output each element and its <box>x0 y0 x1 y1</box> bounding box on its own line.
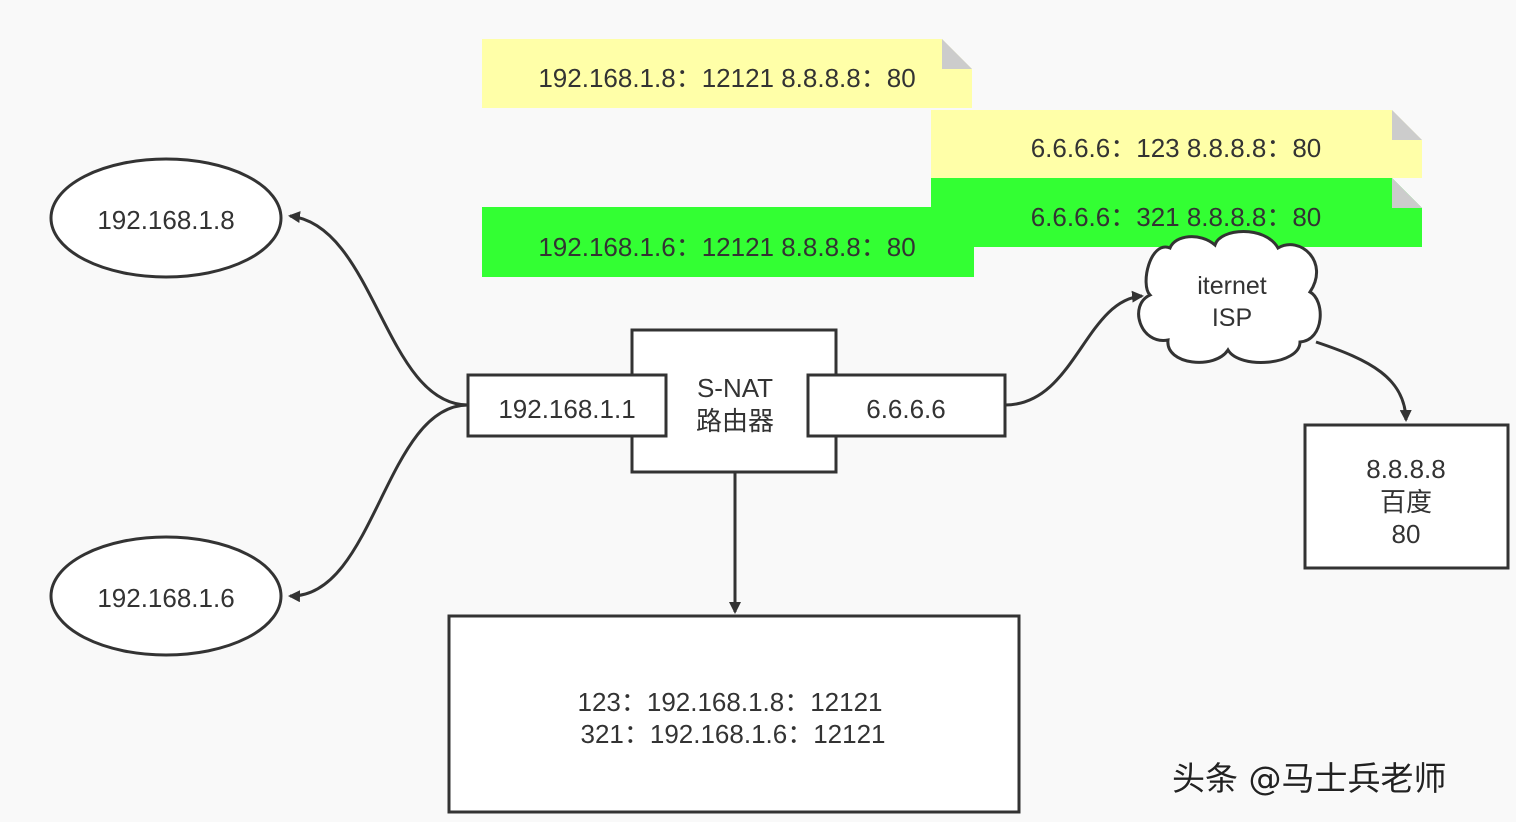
router-wan-port: 6.6.6.6 <box>806 373 1007 438</box>
internet-cloud-icon: iternet ISP <box>1137 230 1322 364</box>
server-name: 百度 <box>1380 487 1432 517</box>
router-subtitle: 路由器 <box>696 406 774 436</box>
nat-table: 123：192.168.1.8：12121 321：192.168.1.6：12… <box>447 614 1021 814</box>
edge-lan-to-host-a <box>288 211 469 407</box>
note-green-2: 192.168.1.6：12121 8.8.8.8：80 <box>482 207 974 277</box>
edge-cloud-to-server <box>1315 340 1412 422</box>
host-192-168-1-8: 192.168.1.8 <box>49 157 283 279</box>
note-yellow-2-text: 6.6.6.6：123 8.8.8.8：80 <box>1031 133 1322 163</box>
router-title: S-NAT <box>697 373 773 403</box>
host-a-label: 192.168.1.8 <box>97 205 234 235</box>
watermark: 头条 @马士兵老师 <box>1172 759 1447 798</box>
wan-port-label: 6.6.6.6 <box>866 394 946 424</box>
nat-table-row-2: 321：192.168.1.6：12121 <box>580 719 885 749</box>
edge-lan-to-host-b <box>288 403 469 603</box>
nat-table-row-1: 123：192.168.1.8：12121 <box>577 687 882 717</box>
note-green-1: 6.6.6.6：321 8.8.8.8：80 <box>931 178 1422 247</box>
lan-port-label: 192.168.1.1 <box>498 394 635 424</box>
note-yellow-2: 6.6.6.6：123 8.8.8.8：80 <box>931 110 1422 178</box>
note-yellow-1: 192.168.1.8：12121 8.8.8.8：80 <box>482 39 972 108</box>
server-ip: 8.8.8.8 <box>1366 454 1446 484</box>
host-b-label: 192.168.1.6 <box>97 583 234 613</box>
cloud-label-1: iternet <box>1197 272 1267 300</box>
note-green-2-text: 192.168.1.6：12121 8.8.8.8：80 <box>538 232 915 262</box>
host-192-168-1-6: 192.168.1.6 <box>49 535 283 657</box>
router-lan-port: 192.168.1.1 <box>466 373 668 438</box>
server-8-8-8-8: 8.8.8.8 百度 80 <box>1303 423 1510 570</box>
note-green-1-text: 6.6.6.6：321 8.8.8.8：80 <box>1031 202 1322 232</box>
server-port: 80 <box>1392 519 1421 549</box>
note-yellow-1-text: 192.168.1.8：12121 8.8.8.8：80 <box>538 63 915 93</box>
edge-wan-to-cloud <box>1004 290 1144 407</box>
cloud-label-2: ISP <box>1212 304 1252 332</box>
